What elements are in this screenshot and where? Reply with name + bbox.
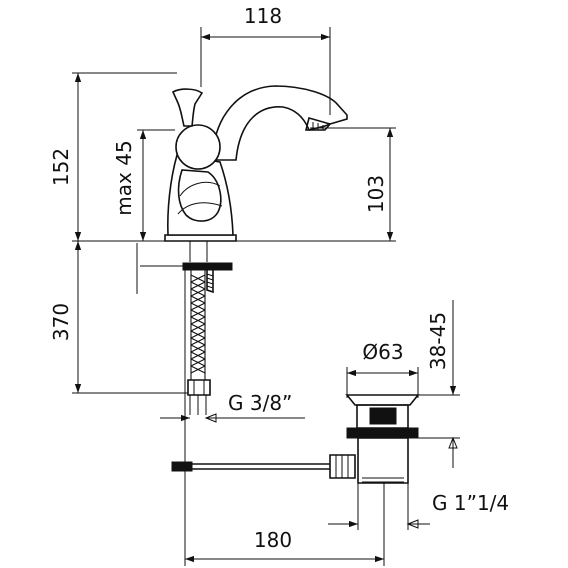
lever-height-label: max 45 <box>112 140 136 215</box>
rod-length-label: 180 <box>254 528 292 552</box>
spout-height-label: 103 <box>364 175 388 213</box>
inlet-thread-label: G 3/8” <box>228 391 292 415</box>
dimension-lines <box>72 27 460 566</box>
hose-length-label: 370 <box>49 303 73 341</box>
waste-diameter-label: Ø63 <box>362 340 403 364</box>
faucet-body <box>164 85 348 242</box>
supply-hoses <box>140 241 233 480</box>
spout-reach-label: 118 <box>244 4 282 28</box>
waste-height-label: 38-45 <box>426 312 450 370</box>
waste-thread-label: G 1”1/4 <box>432 491 509 515</box>
pop-up-waste <box>171 394 420 484</box>
overall-height-label: 152 <box>49 148 73 186</box>
